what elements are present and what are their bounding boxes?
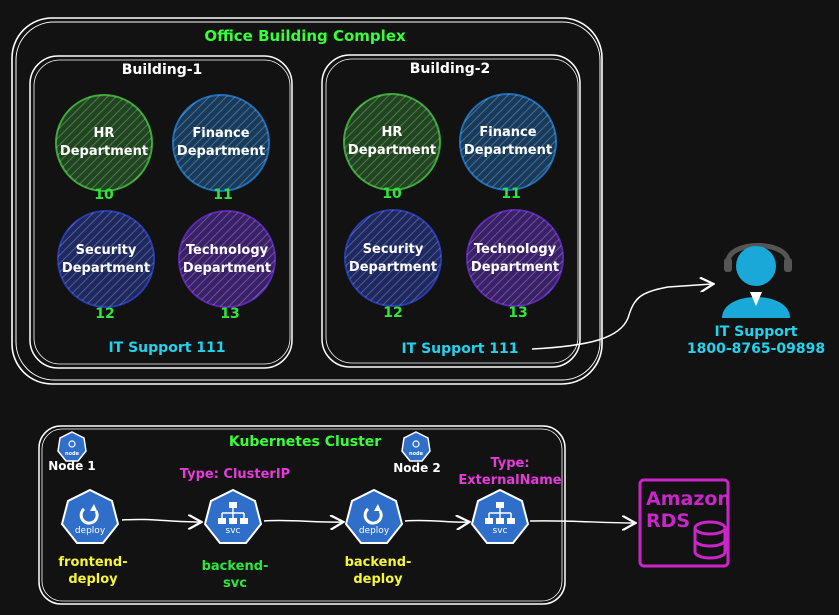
backend-deploy-icon — [344, 488, 404, 544]
component-line2: deploy — [68, 572, 118, 587]
building-1-frame — [29, 55, 293, 369]
externalname-svc-icon-text: svc — [492, 526, 508, 536]
arrow-backend-svc-to-deploy — [263, 520, 342, 522]
department-name-line2: Department — [182, 261, 272, 276]
department-circle-hr-2 — [343, 93, 441, 191]
department-count-technology-2: 13 — [508, 305, 528, 321]
department-count-hr-1: 10 — [94, 187, 114, 203]
department-count-hr-2: 10 — [382, 186, 402, 202]
building-2-it-support: IT Support 111 — [401, 341, 519, 357]
department-name-line2: Department — [176, 144, 266, 159]
department-name-line2: Department — [470, 260, 560, 275]
type-line1: Type: — [490, 456, 530, 471]
building-1-it-support: IT Support 111 — [108, 340, 226, 356]
department-name-line1: HR — [93, 126, 115, 141]
department-name-line2: Department — [347, 143, 437, 158]
department-circle-technology-1 — [178, 210, 276, 308]
clusterip-type-label: Type: ClusterIP — [179, 467, 291, 482]
backend-svc-icon — [203, 488, 263, 544]
building-1-title: Building-1 — [121, 62, 203, 78]
component-line2: svc — [223, 576, 247, 591]
department-name-line1: Security — [362, 242, 424, 257]
department-name-line2: Department — [348, 260, 438, 275]
it-support-title: IT Support — [714, 324, 798, 340]
department-circle-security-2 — [344, 209, 442, 307]
department-label-finance-1: Finance Department — [173, 125, 269, 161]
arrow-backend-deploy-to-external — [404, 520, 468, 522]
department-count-security-1: 12 — [95, 306, 115, 322]
it-support-phone: 1800-8765-09898 — [686, 341, 826, 357]
component-line1: frontend- — [58, 555, 128, 570]
component-line2: deploy — [353, 572, 403, 587]
department-count-security-2: 12 — [383, 305, 403, 321]
department-circle-technology-2 — [466, 209, 564, 307]
department-label-security-1: Security Department — [58, 242, 154, 278]
frontend-deploy-label: frontend- deploy — [48, 554, 138, 588]
externalname-type-label: Type: ExternalName — [450, 455, 570, 489]
type-line2: ExternalName — [458, 473, 562, 488]
department-name-line1: Technology — [473, 242, 557, 257]
support-connector-arrow — [531, 284, 712, 350]
department-label-hr-1: HR Department — [56, 125, 152, 161]
backend-deploy-label: backend- deploy — [333, 554, 423, 588]
department-label-hr-2: HR Department — [344, 124, 440, 160]
department-label-security-2: Security Department — [345, 241, 441, 277]
department-name-line1: Finance — [479, 125, 537, 140]
component-line1: backend- — [201, 559, 269, 574]
department-name-line2: Department — [463, 143, 553, 158]
arrow-frontend-to-backend-svc — [121, 519, 200, 522]
department-label-technology-1: Technology Department — [179, 242, 275, 278]
department-name-line1: HR — [381, 125, 403, 140]
department-count-finance-1: 11 — [213, 187, 233, 203]
externalname-svc-icon — [470, 488, 530, 544]
department-circle-finance-1 — [172, 94, 270, 192]
arrow-external-to-rds — [529, 521, 634, 523]
node-1-icon: node — [57, 431, 87, 462]
department-label-finance-2: Finance Department — [460, 124, 556, 160]
k8s-cluster-frame — [38, 425, 566, 605]
support-agent-icon — [722, 243, 792, 318]
backend-deploy-icon-text: deploy — [358, 526, 390, 536]
rds-line1: Amazon — [646, 488, 731, 510]
node-2-label: Node 2 — [393, 461, 441, 475]
department-count-technology-1: 13 — [220, 306, 240, 322]
svg-text:node: node — [65, 451, 80, 457]
department-count-finance-2: 11 — [501, 186, 521, 202]
component-line1: backend- — [344, 555, 412, 570]
node-1-label: Node 1 — [48, 459, 96, 473]
node-2-icon: node — [401, 431, 431, 462]
office-complex-title: Office Building Complex — [204, 27, 406, 45]
department-name-line2: Department — [61, 261, 151, 276]
svg-text:node: node — [409, 451, 424, 457]
frontend-deploy-icon — [60, 488, 120, 544]
frontend-deploy-icon-text: deploy — [74, 526, 106, 536]
department-name-line1: Security — [75, 243, 137, 258]
amazon-rds-label: Amazon RDS — [646, 488, 731, 532]
department-name-line2: Department — [59, 144, 149, 159]
backend-svc-label: backend- svc — [190, 558, 280, 592]
department-circle-finance-2 — [459, 93, 557, 191]
office-complex-frame — [11, 17, 603, 385]
department-circle-security-1 — [57, 210, 155, 308]
amazon-rds-icon — [638, 478, 730, 568]
department-name-line1: Technology — [185, 243, 269, 258]
rds-line2: RDS — [646, 510, 691, 532]
department-name-line1: Finance — [192, 126, 250, 141]
department-circle-hr-1 — [55, 94, 153, 192]
building-2-frame — [321, 54, 581, 368]
department-label-technology-2: Technology Department — [467, 241, 563, 277]
backend-svc-icon-text: svc — [225, 526, 241, 536]
building-2-title: Building-2 — [409, 61, 491, 77]
k8s-cluster-title: Kubernetes Cluster — [228, 434, 382, 450]
